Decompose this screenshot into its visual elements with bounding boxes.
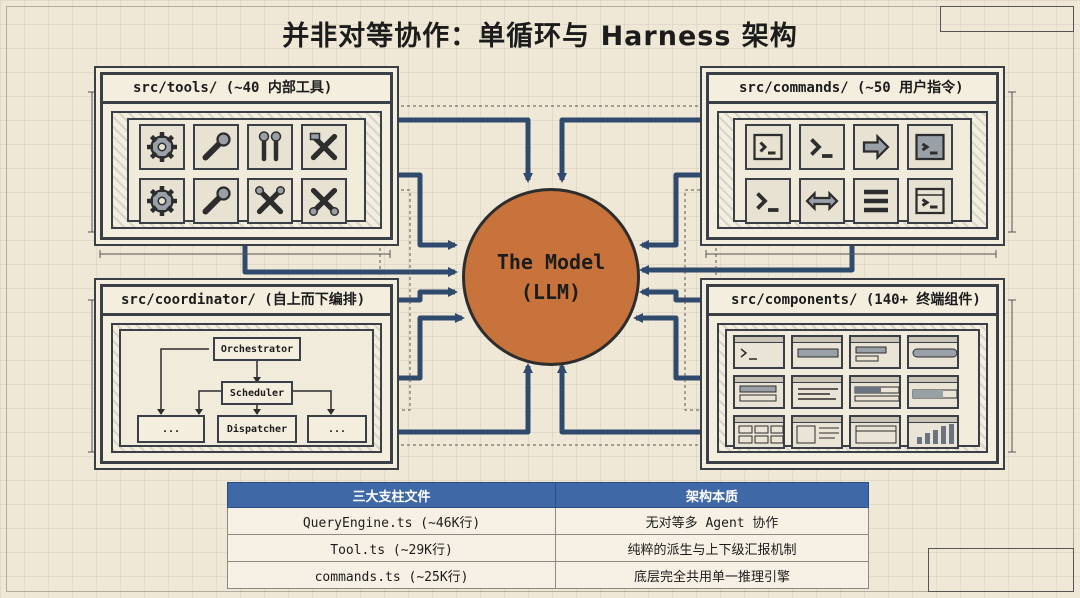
model-node: The Model (LLM) [462,188,640,366]
list-icon [853,178,899,224]
hammer-wrench-icon [301,124,347,170]
frame-border [6,6,1074,592]
gear-icon [139,124,185,170]
crossed-tools-icon [247,178,293,224]
arrow-commands-bottom [639,236,855,275]
terminal-window-icon [745,124,791,170]
grid-component-icon [733,415,785,449]
table-header-row: 三大支柱文件 架构本质 [226,482,869,508]
components-panel: src/components/ (140+ 终端组件) [706,284,999,464]
table-header-files: 三大支柱文件 [226,482,557,508]
arrow-tools-mid [392,172,458,250]
title-block-top [940,6,1074,32]
commands-panel-header: src/commands/ (~50 用户指令) [709,75,996,104]
input-component-icon [791,335,843,369]
dropdown-component-icon [849,335,901,369]
prompt-icon [745,178,791,224]
arrow-components-top [639,287,703,303]
terminal-prompt-icon [799,124,845,170]
text-block-component-icon [791,375,843,409]
bar-chart-component-icon [907,415,959,449]
model-subtitle: (LLM) [520,280,582,304]
terminal-component-icon [733,335,785,369]
table-header-essence: 架构本质 [555,482,869,508]
table-row: QueryEngine.ts (~46K行) 无对等多 Agent 协作 [226,507,869,535]
arrow-components-mid [633,313,703,381]
slider-component-icon [907,375,959,409]
wrench-icon [193,124,239,170]
commands-panel-body [717,111,988,229]
arrow-commands-mid [639,172,703,250]
tools-panel-header: src/tools/ (~40 内部工具) [103,75,390,104]
wrench-icon [193,178,239,224]
orchestrator-node: Orchestrator [213,337,301,361]
right-placeholder-node: ... [307,415,367,443]
table-cell: commands.ts (~25K行) [226,561,557,589]
tools-panel-body [111,111,382,229]
left-placeholder-node: ... [137,415,205,443]
table-row: Tool.ts (~29K行) 纯粹的派生与上下级汇报机制 [226,534,869,562]
tools-panel: src/tools/ (~40 内部工具) [100,72,393,240]
arrow-components-bottom [557,363,703,435]
arrow-commands-top [557,117,703,183]
table-cell: 无对等多 Agent 协作 [555,507,869,535]
arrow-coordinator-mid [392,313,465,381]
table-cell: 底层完全共用单一推理引擎 [555,561,869,589]
title-block-bottom [928,548,1074,592]
dispatcher-node: Dispatcher [217,415,297,443]
double-arrow-icon [799,178,845,224]
model-name: The Model [496,250,606,274]
components-panel-header: src/components/ (140+ 终端组件) [709,287,996,316]
terminal-icon [907,178,953,224]
search-bar-component-icon [907,335,959,369]
layout-component-icon [791,415,843,449]
arrow-tools-top [392,117,533,183]
arrow-coordinator-bottom [392,363,533,435]
page-title: 并非对等协作：单循环与 Harness 架构 [282,21,798,52]
table-row: commands.ts (~25K行) 底层完全共用单一推理引擎 [226,561,869,589]
table-cell: Tool.ts (~29K行) [226,534,557,562]
console-window-icon [907,124,953,170]
coordinator-panel: src/coordinator/ (自上而下编排) Orchestrator S… [100,284,393,464]
arrow-coordinator-top [392,287,458,303]
gears-icon [139,178,185,224]
form-component-icon [733,375,785,409]
pillars-table: 三大支柱文件 架构本质 QueryEngine.ts (~46K行) 无对等多 … [226,482,869,589]
coordinator-panel-body: Orchestrator Scheduler ... Dispatcher ..… [111,323,382,453]
components-panel-body [717,323,988,453]
progress-bar-component-icon [849,375,901,409]
wrenches-icon [247,124,293,170]
window-component-icon [849,415,901,449]
arrow-tools-bottom [242,236,458,277]
commands-panel: src/commands/ (~50 用户指令) [706,72,999,240]
scheduler-node: Scheduler [221,381,293,405]
table-cell: QueryEngine.ts (~46K行) [226,507,557,535]
crossed-wrenches-icon [301,178,347,224]
arrow-right-icon [853,124,899,170]
coordinator-panel-header: src/coordinator/ (自上而下编排) [103,287,390,316]
table-cell: 纯粹的派生与上下级汇报机制 [555,534,869,562]
